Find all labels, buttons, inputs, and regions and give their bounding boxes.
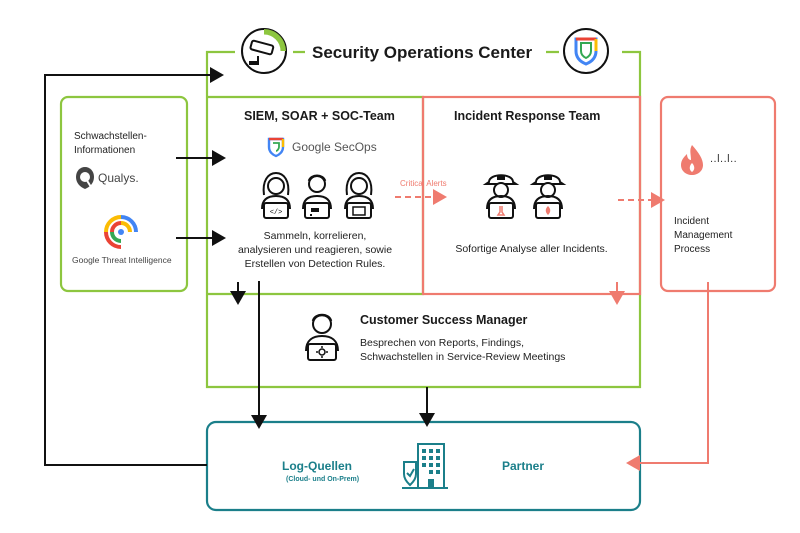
secops-shield-icon: [267, 137, 285, 158]
page-title: Security Operations Center: [312, 43, 533, 62]
siem-desc-3: Erstellen von Detection Rules.: [244, 258, 386, 270]
analyst-icon: [344, 171, 374, 219]
qualys-text: Qualys.: [98, 171, 139, 185]
signal-text: ..l..l..: [710, 153, 738, 165]
qualys-logo-icon: [76, 167, 94, 189]
siem-heading: SIEM, SOAR + SOC-Team: [244, 109, 395, 123]
firefighter-icon: [482, 174, 520, 219]
critical-alerts-label: Critical Alerts: [400, 179, 447, 188]
incident-mgmt-box: [659, 95, 777, 293]
partner-label: Partner: [502, 459, 545, 473]
vuln-label-1: Schwachstellen-: [74, 131, 147, 142]
shield-logo-icon: [563, 28, 609, 74]
analyst-icon: </>: [261, 171, 291, 219]
manager-icon: [305, 313, 339, 361]
arrow-loop: [44, 67, 224, 466]
analyst-icon: [302, 174, 332, 219]
flame-icon: [681, 145, 703, 175]
soc-frame: [205, 50, 642, 389]
incident-mgmt-label-2: Management: [674, 230, 733, 241]
building-icon: [402, 443, 448, 489]
incident-team-desc: Sofortige Analyse aller Incidents.: [455, 243, 608, 255]
vuln-label-2: Informationen: [74, 145, 136, 156]
gti-logo-icon: [104, 215, 138, 249]
svg-text:</>: </>: [270, 209, 283, 217]
log-sources-label: Log-Quellen: [282, 459, 352, 473]
siem-desc-2: analysieren und reagieren, sowie: [237, 244, 393, 256]
csm-desc-1: Besprechen von Reports, Findings,: [360, 337, 525, 349]
incident-team-heading: Incident Response Team: [454, 109, 601, 123]
gti-text: Google Threat Intelligence: [72, 255, 172, 265]
secops-text: Google SecOps: [292, 140, 377, 154]
csm-desc-2: Schwachstellen in Service-Review Meeting…: [360, 351, 566, 363]
incident-mgmt-label-3: Process: [674, 244, 711, 255]
incident-mgmt-label-1: Incident: [674, 216, 710, 227]
siem-desc-1: Sammeln, korrelieren,: [263, 230, 367, 242]
incident-response-box: [421, 95, 642, 296]
cctv-camera-icon: [241, 28, 287, 74]
vuln-info-box: [59, 95, 189, 293]
firefighter-icon: [529, 174, 567, 219]
log-sources-sublabel: (Cloud- und On-Prem): [286, 476, 360, 483]
arrow-mgmt-to-partner: [626, 282, 709, 471]
csm-heading: Customer Success Manager: [360, 313, 528, 327]
